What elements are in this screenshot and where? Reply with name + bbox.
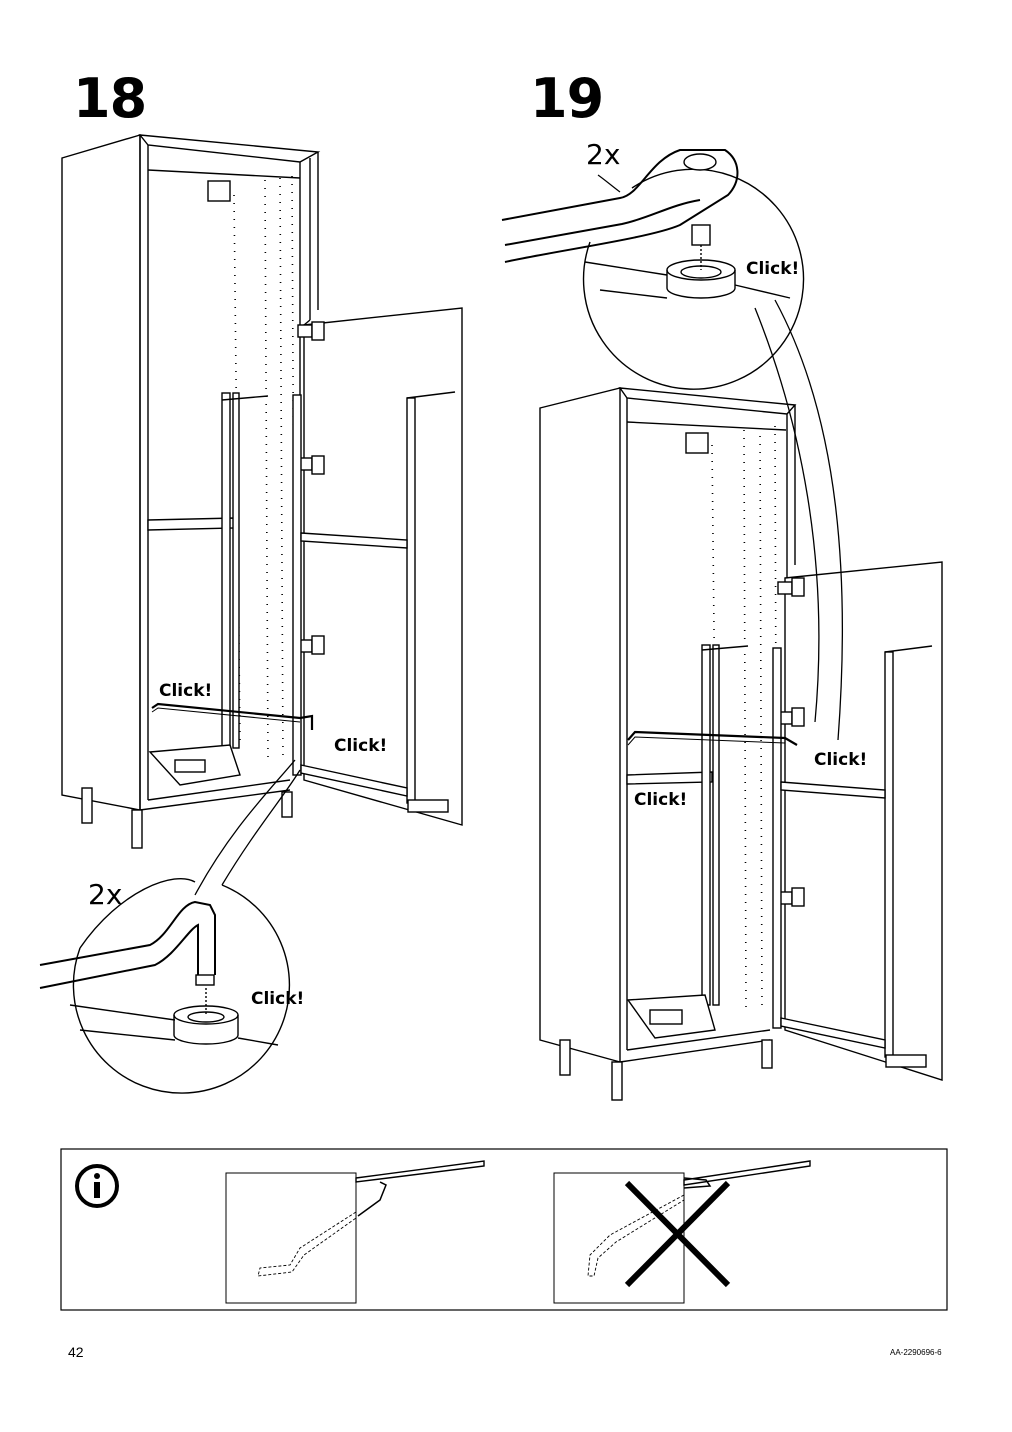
step-number-19: 19 [530,67,604,130]
info-box [60,1148,948,1311]
correct-panel [225,1160,485,1304]
click-label-19b: Click! [814,750,868,770]
step19-callout [501,149,844,741]
step-number-18: 18 [73,67,147,130]
wrong-panel [553,1160,811,1304]
step18-callout [39,759,301,1094]
click-label-19c: Click! [634,790,688,810]
click-label-18a: Click! [159,681,213,701]
quantity-label-18: 2x [88,878,123,911]
step18-cabinet [61,134,463,849]
quantity-label-19: 2x [586,138,621,171]
document-code: AA-2290696-6 [890,1348,942,1357]
click-label-18b: Click! [334,736,388,756]
page-number: 42 [68,1344,84,1360]
x-mark-icon [624,1180,731,1288]
click-label-18c: Click! [251,989,305,1009]
step19-cabinet [539,387,943,1101]
click-label-19a: Click! [746,259,800,279]
info-icon [75,1164,119,1208]
